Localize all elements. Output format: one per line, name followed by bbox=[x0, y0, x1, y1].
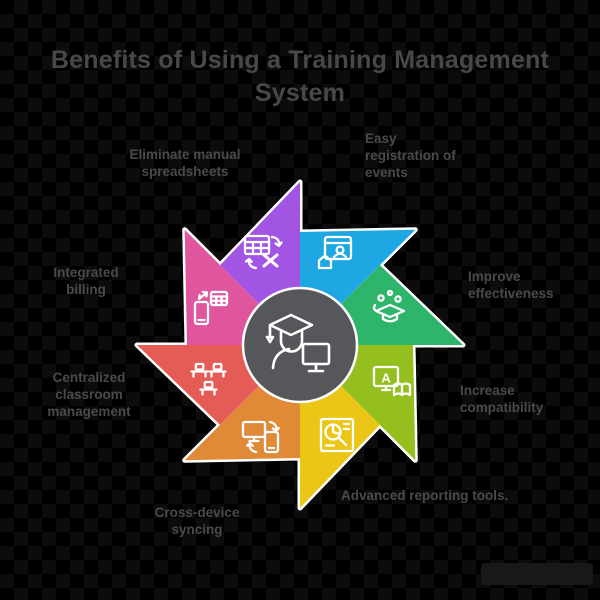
label-increase-compatibility: Increase compatibility bbox=[460, 383, 544, 415]
page-title-line-2: System bbox=[254, 79, 346, 107]
label-eliminate-spreadsheets: Eliminate manual spreadsheets bbox=[129, 147, 241, 179]
report-document-icon bbox=[319, 417, 355, 453]
portal-user-home-icon bbox=[317, 235, 353, 270]
learning-sparkles-icon bbox=[372, 289, 406, 323]
label-cross-device-syncing: Cross-device syncing bbox=[154, 505, 240, 537]
label-improve-effectiveness: Improve effectiveness bbox=[468, 269, 554, 301]
mobile-billing-icon bbox=[193, 290, 229, 326]
label-classroom-management: Centralized classroom management bbox=[47, 370, 131, 419]
page-title: Benefits of Using a Training Management … bbox=[0, 44, 600, 110]
graduate-with-monitor-icon bbox=[265, 313, 331, 373]
spreadsheet-export-icon bbox=[243, 234, 283, 270]
page-title-line-1: Benefits of Using a Training Management bbox=[50, 46, 550, 74]
label-easy-registration: Easy registration of events bbox=[365, 131, 456, 180]
content-language-icon: A bbox=[372, 365, 412, 397]
device-sync-icon bbox=[241, 420, 280, 454]
label-integrated-billing: Integrated billing bbox=[53, 265, 119, 297]
watermark-badge bbox=[481, 563, 593, 585]
icon-letter-a: A bbox=[381, 371, 391, 386]
label-advanced-reporting: Advanced reporting tools. bbox=[341, 488, 509, 503]
classroom-desks-icon bbox=[190, 362, 227, 396]
